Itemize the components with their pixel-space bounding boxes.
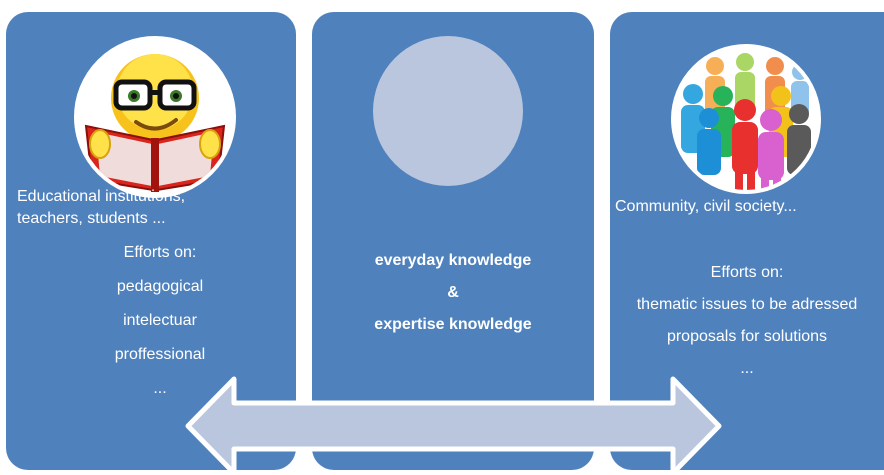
right-item-proposals: proposals for solutions [666,328,828,345]
left-item-pedagogical: pedagogical [116,278,204,295]
left-efforts-heading: Efforts on: [123,244,197,261]
right-efforts-heading: Efforts on: [710,264,784,281]
left-group-line1: Educational institutions, [17,188,186,205]
right-item-thematic: thematic issues to be adressed [636,296,858,313]
middle-line1: everyday knowledge [374,252,532,269]
middle-line2: & [447,284,459,301]
right-item-ellipsis: ... [740,360,754,377]
middle-circle [373,36,523,186]
middle-line3: expertise knowledge [374,316,532,333]
left-group-line2: teachers, students ... [17,210,166,227]
people-crowd-icon [671,44,821,194]
right-group-line: Community, civil society... [615,198,797,215]
left-item-ellipsis: ... [153,380,167,397]
reading-emoji-icon [74,36,236,198]
left-item-intelectuar: intelectuar [123,312,197,329]
left-item-proffessional: proffessional [114,346,206,363]
